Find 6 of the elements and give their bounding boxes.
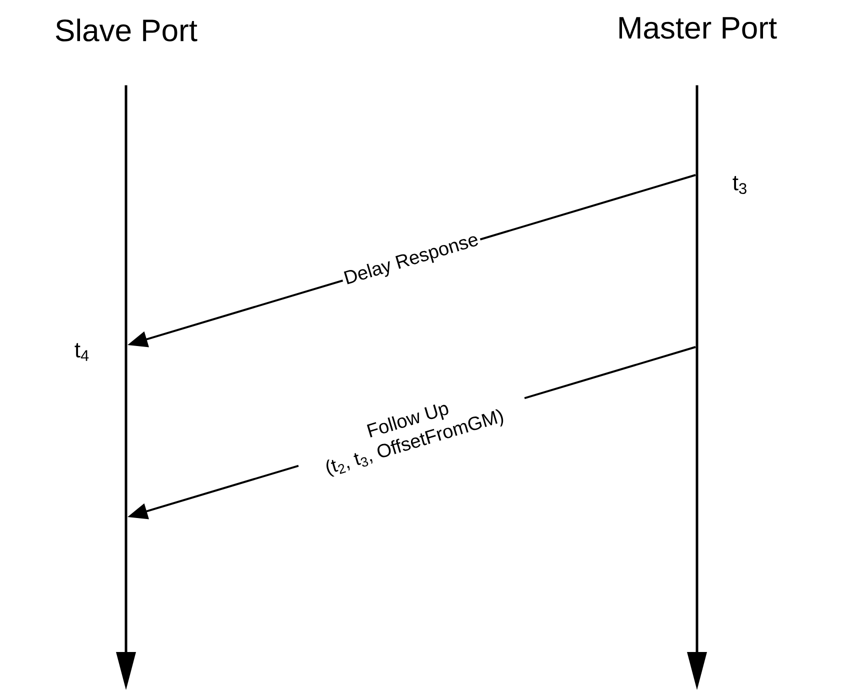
port-heading: Slave Port xyxy=(56,18,198,42)
port-heading: Master Port xyxy=(619,17,777,39)
lifeline xyxy=(116,85,136,690)
timestamp-label: t$_{4}$ xyxy=(74,343,89,361)
lifeline xyxy=(687,85,707,690)
timestamp-label: t$_{3}$ xyxy=(732,176,746,194)
